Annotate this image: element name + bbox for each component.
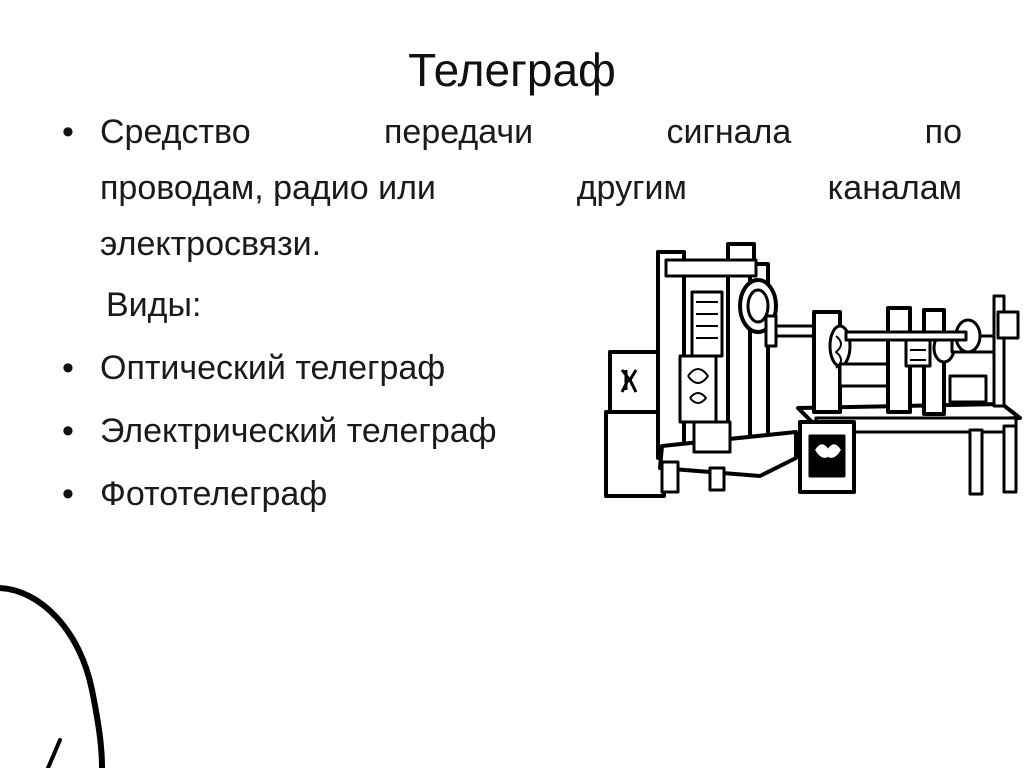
definition-word: сигнала	[666, 113, 792, 151]
definition-word: каналам	[827, 169, 962, 207]
list-item: • Электрический телеграф	[62, 403, 497, 459]
list-item: • Оптический телеграф	[62, 340, 445, 396]
decorative-curve-icon	[0, 585, 105, 768]
definition-paragraph: Средство передачи сигнала по проводам, р…	[100, 104, 962, 272]
telegraph-apparatus-icon	[604, 242, 1022, 498]
definition-word: по	[924, 113, 962, 151]
slide-title: Телеграф	[408, 44, 616, 96]
bullet-marker: •	[62, 113, 74, 151]
list-item-text: Электрический телеграф	[100, 412, 497, 450]
definition-line-2: проводам, радио или другим каналам	[100, 160, 962, 216]
definition-word: передачи	[384, 113, 534, 151]
list-item-text: Фототелеграф	[100, 475, 328, 513]
definition-line-3: электросвязи.	[100, 225, 322, 263]
definition-line-1: Средство передачи сигнала по	[100, 104, 962, 160]
bullet-marker: •	[62, 475, 74, 513]
bullet-marker: •	[62, 412, 74, 450]
definition-word: проводам, радио или	[100, 169, 436, 207]
list-item: • Фототелеграф	[62, 466, 327, 522]
types-label: Виды:	[106, 286, 202, 324]
bullet-marker: •	[62, 349, 74, 387]
definition-word: другим	[576, 169, 687, 207]
definition-word: Средство	[100, 113, 251, 151]
list-item-text: Оптический телеграф	[100, 349, 446, 387]
